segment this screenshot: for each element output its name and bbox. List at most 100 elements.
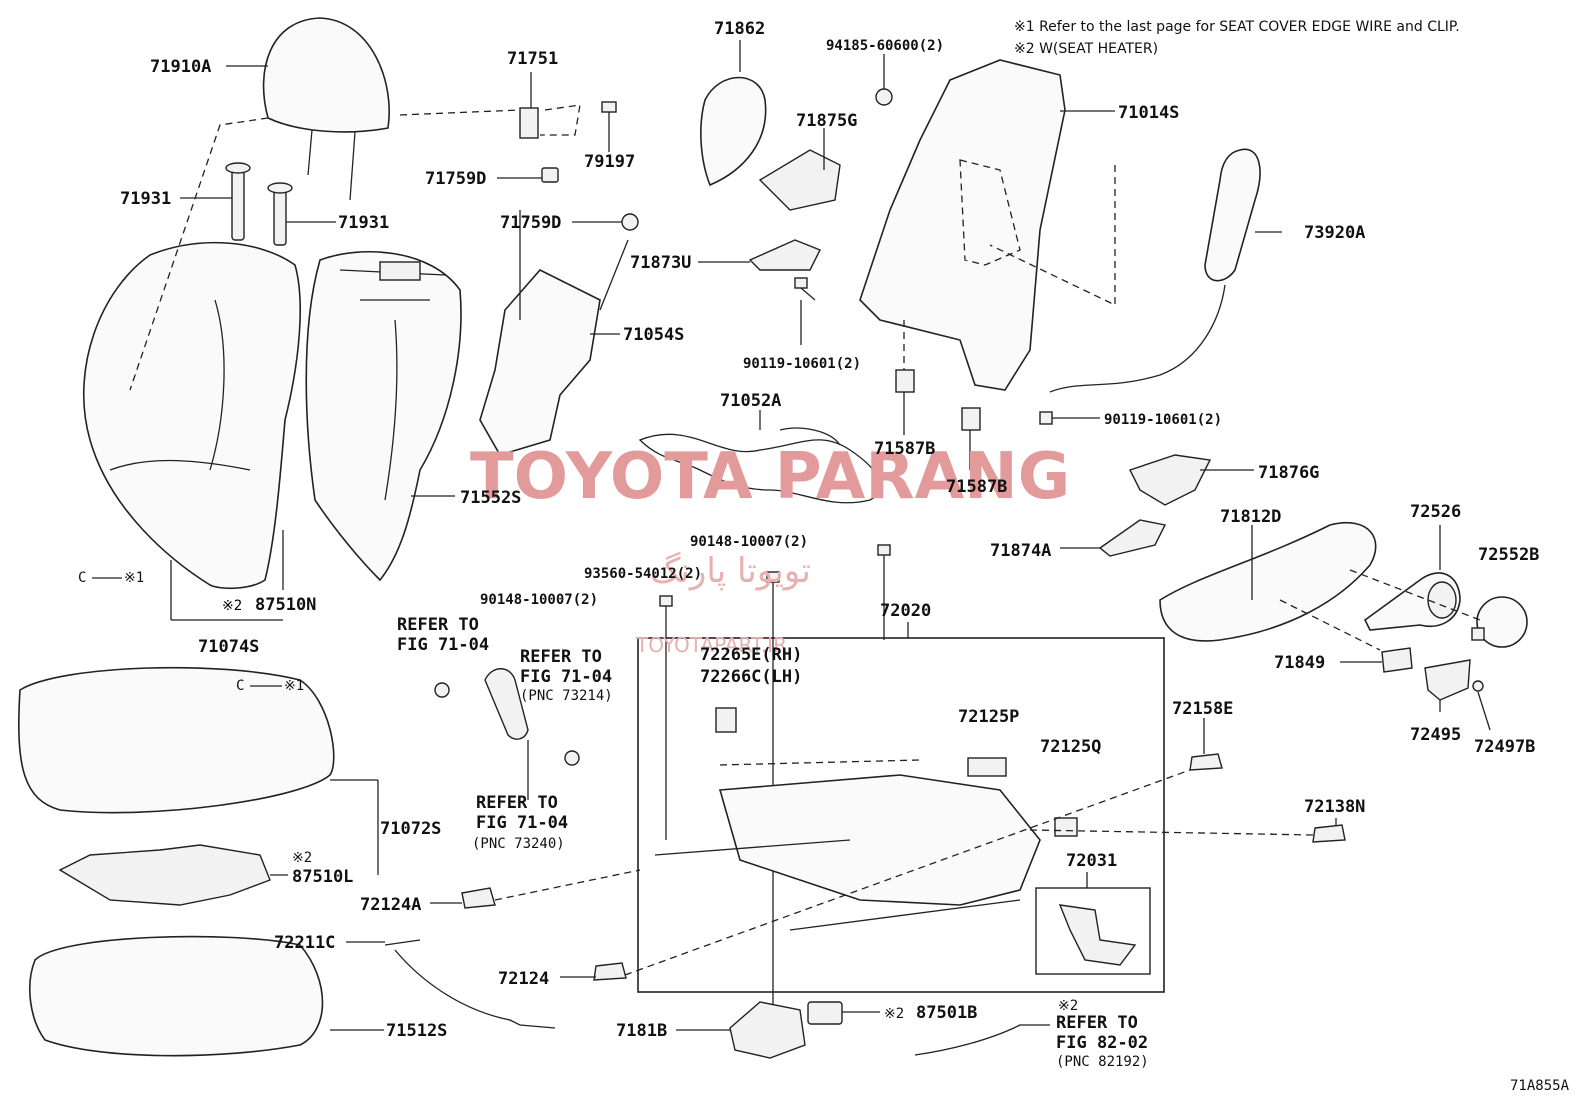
label-87501B: 87501B bbox=[916, 1003, 977, 1023]
bracket-71876G-drawing bbox=[1129, 454, 1212, 506]
heater-mat-drawing bbox=[58, 844, 271, 906]
lumbar-plate-drawing bbox=[479, 210, 629, 456]
label-90119-a: 90119-10601(2) bbox=[743, 356, 861, 372]
cushion-cover-drawing bbox=[17, 666, 335, 814]
screw-72497B-drawing bbox=[1472, 680, 1484, 692]
label-72124: 72124 bbox=[498, 969, 549, 989]
cushion-pad-drawing bbox=[29, 935, 324, 1057]
cover-72495-drawing bbox=[1424, 659, 1471, 701]
label-72124A: 72124A bbox=[360, 895, 421, 915]
refer-notes: REFER TO FIG 71-04 REFER TO FIG 71-04 (P… bbox=[397, 615, 1149, 1070]
bracket-71873U-drawing bbox=[748, 239, 821, 271]
refer-3-line3: (PNC 73240) bbox=[472, 836, 565, 852]
label-71074S: 71074S bbox=[198, 637, 259, 657]
label-71862: 71862 bbox=[714, 19, 765, 39]
seatback-frame-drawing bbox=[859, 59, 1116, 391]
label-71812D: 71812D bbox=[1220, 507, 1281, 527]
label-90148-b: 90148-10007(2) bbox=[480, 592, 598, 608]
lever-drawing bbox=[484, 668, 529, 740]
refer-4-line1: REFER TO bbox=[1056, 1013, 1138, 1033]
label-71014S: 71014S bbox=[1118, 103, 1179, 123]
label-72020: 72020 bbox=[880, 601, 931, 621]
label-x1-b: ※1 bbox=[284, 678, 304, 694]
nut-drawing bbox=[875, 88, 893, 106]
bracket-71874A-drawing bbox=[1098, 519, 1167, 557]
label-x2-87510L: ※2 bbox=[292, 850, 312, 866]
bracket-drawing bbox=[519, 101, 617, 140]
label-71552S: 71552S bbox=[460, 488, 521, 508]
connector-a-drawing bbox=[895, 369, 915, 393]
cap-drawing bbox=[1471, 596, 1528, 648]
label-72125P: 72125P bbox=[958, 707, 1019, 727]
cover-72138N-drawing bbox=[1312, 824, 1346, 843]
label-71587B-a: 71587B bbox=[874, 439, 935, 459]
clip-mark-1: C bbox=[78, 570, 86, 586]
label-72265E: 72265E(RH) bbox=[700, 645, 802, 665]
seatback-pad-drawing bbox=[305, 251, 462, 582]
sensor-72125P-drawing bbox=[967, 757, 1007, 777]
leader-lines bbox=[170, 40, 1491, 1031]
label-71876G: 71876G bbox=[1258, 463, 1319, 483]
note-1: ※1 Refer to the last page for SEAT COVER… bbox=[1014, 19, 1460, 35]
label-72211C: 72211C bbox=[274, 933, 335, 953]
label-71512S: 71512S bbox=[386, 1021, 447, 1041]
refer-2-line1: REFER TO bbox=[520, 647, 602, 667]
label-7181B: 7181B bbox=[616, 1021, 667, 1041]
figure-id: 71A855A bbox=[1510, 1078, 1570, 1094]
washer-a-drawing bbox=[434, 682, 450, 698]
part-labels: 71910A 71931 71931 71751 79197 71759D 71… bbox=[78, 19, 1570, 1094]
label-71751: 71751 bbox=[507, 49, 558, 69]
note-2: ※2 W(SEAT HEATER) bbox=[1014, 41, 1158, 57]
label-x2-87501B: ※2 bbox=[884, 1006, 904, 1022]
label-71875G: 71875G bbox=[796, 111, 857, 131]
label-71931-b: 71931 bbox=[338, 213, 389, 233]
label-71873U: 71873U bbox=[630, 253, 691, 273]
label-73920A: 73920A bbox=[1304, 223, 1365, 243]
label-72495: 72495 bbox=[1410, 725, 1461, 745]
label-72125Q: 72125Q bbox=[1040, 737, 1101, 757]
label-x1-a: ※1 bbox=[124, 570, 144, 586]
refer-2-line2: FIG 71-04 bbox=[520, 667, 612, 687]
label-71931-a: 71931 bbox=[120, 189, 171, 209]
clip-drawings bbox=[541, 167, 639, 231]
headrest-drawing bbox=[262, 17, 390, 201]
assembly-dash-lines bbox=[129, 109, 1481, 976]
watermark-text: TOYOTA PARANG bbox=[470, 440, 1070, 514]
bolt-drawings bbox=[794, 277, 1070, 425]
seat-track-box bbox=[637, 637, 1165, 993]
cover-71862-drawing bbox=[700, 76, 767, 187]
label-72497B: 72497B bbox=[1474, 737, 1535, 757]
harness-drawing bbox=[638, 427, 882, 504]
label-72138N: 72138N bbox=[1304, 797, 1365, 817]
refer-4-line2: FIG 82-02 bbox=[1056, 1033, 1148, 1053]
watermark-farsi: تویوتا پارنگ bbox=[650, 551, 811, 591]
refer-4-line3: (PNC 82192) bbox=[1056, 1054, 1149, 1070]
clip-72124A-drawing bbox=[461, 887, 496, 909]
label-72552B: 72552B bbox=[1478, 545, 1539, 565]
mechanism-72031-drawing bbox=[1058, 904, 1137, 966]
sensor-72125Q-drawing bbox=[1054, 817, 1078, 837]
clip-mark-2: C bbox=[236, 678, 244, 694]
label-90148-a: 90148-10007(2) bbox=[690, 534, 808, 550]
label-x2-87510N: ※2 bbox=[222, 598, 242, 614]
detail-72031-box bbox=[1035, 887, 1151, 975]
seatback-cover-drawing bbox=[82, 241, 301, 590]
heater-harness-drawing bbox=[914, 1024, 1050, 1056]
cover-72158E-drawing bbox=[1189, 753, 1223, 771]
label-71052A: 71052A bbox=[720, 391, 781, 411]
clip-72124-drawing bbox=[593, 962, 627, 981]
label-x2-refer: ※2 bbox=[1058, 998, 1078, 1014]
label-90119-b: 90119-10601(2) bbox=[1104, 412, 1222, 428]
label-71072S: 71072S bbox=[380, 819, 441, 839]
latch-drawing bbox=[715, 707, 737, 733]
watermark-site: TOYOTAPART.IR bbox=[635, 633, 787, 657]
label-72266C: 72266C(LH) bbox=[700, 667, 802, 687]
wire-72211C-drawing bbox=[384, 939, 556, 1029]
label-71054S: 71054S bbox=[623, 325, 684, 345]
label-71910A: 71910A bbox=[150, 57, 211, 77]
label-71759D-b: 71759D bbox=[500, 213, 561, 233]
sensor-87501B-drawing bbox=[807, 1001, 843, 1025]
refer-3-line2: FIG 71-04 bbox=[476, 813, 568, 833]
recliner-knob-drawing bbox=[1363, 572, 1461, 631]
